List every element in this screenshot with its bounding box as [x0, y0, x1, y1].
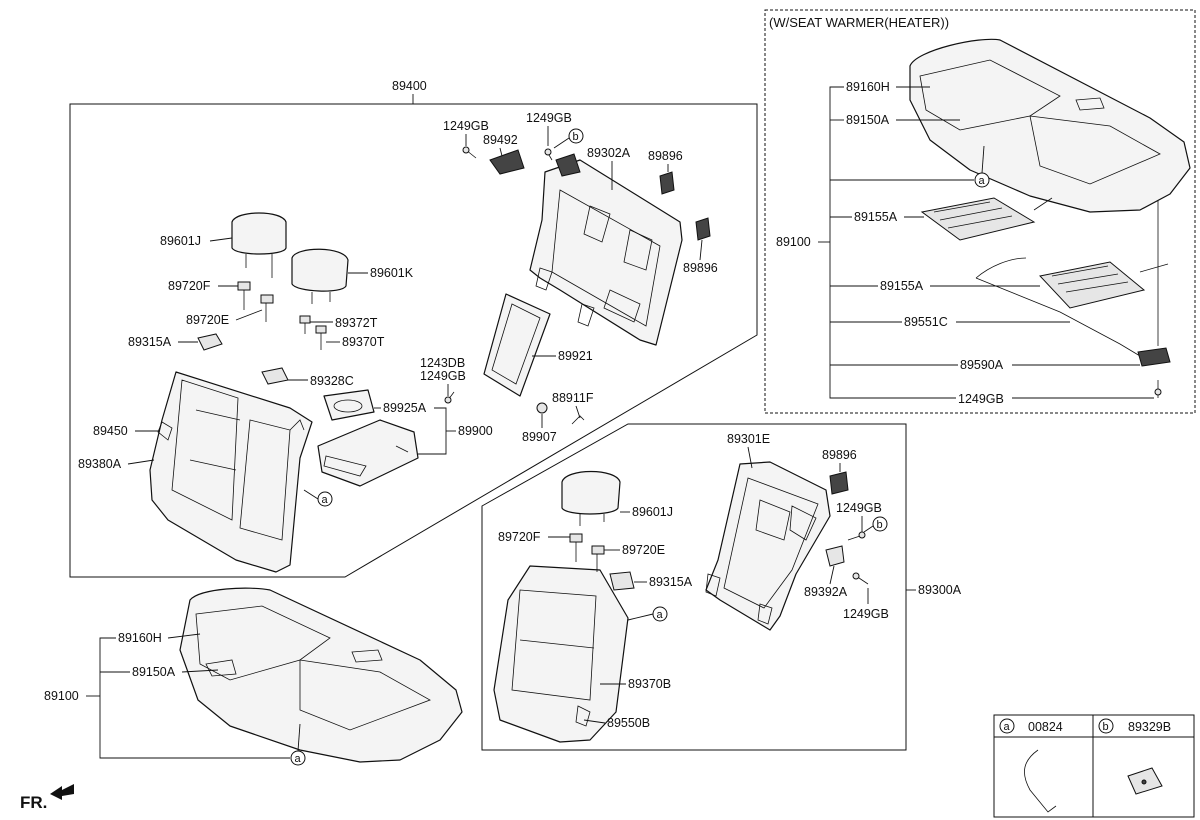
legend-a-part: 00824 — [1028, 720, 1063, 734]
board-89921 — [483, 293, 551, 397]
svg-text:b: b — [877, 519, 883, 531]
label-88911F: 88911F — [552, 391, 594, 405]
heater-variant-frame — [764, 9, 1196, 414]
label-89315A-b: 89315A — [649, 575, 693, 589]
label-89896-a: 89896 — [648, 149, 683, 163]
heater-mat-89155A-b — [1039, 261, 1169, 309]
label-89720F-a: 89720F — [168, 279, 211, 293]
label-89315A-a: 89315A — [128, 335, 172, 349]
label-89380A: 89380A — [78, 457, 122, 471]
right-seatback-illustration — [493, 565, 629, 743]
label-89590A: 89590A — [960, 358, 1004, 372]
right-seatback-assembly-frame — [481, 423, 907, 751]
heater-mat-89155A-a — [920, 197, 1053, 241]
label-89450: 89450 — [93, 424, 128, 438]
armrest-89900 — [317, 419, 419, 487]
svg-text:b: b — [573, 131, 579, 143]
legend-b-letter: b — [1103, 721, 1109, 733]
legend-b-part: 89329B — [1128, 720, 1171, 734]
label-89907: 89907 — [522, 430, 557, 444]
svg-text:a: a — [295, 753, 302, 765]
label-1249GB-f: 1249GB — [958, 392, 1004, 406]
latch-89896-a — [659, 171, 675, 195]
label-89900: 89900 — [458, 424, 493, 438]
heater-variant-title: (W/SEAT WARMER(HEATER)) — [769, 15, 949, 30]
latch-89896-c — [829, 471, 849, 495]
label-89150A-a: 89150A — [132, 665, 176, 679]
label-1249GB-a: 1249GB — [443, 119, 489, 133]
label-89100-b: 89100 — [776, 235, 811, 249]
label-89370T: 89370T — [342, 335, 385, 349]
label-89896-b: 89896 — [683, 261, 718, 275]
label-89400: 89400 — [392, 79, 427, 93]
label-89921: 89921 — [558, 349, 593, 363]
cupholder-89925A — [323, 389, 375, 421]
label-89328C: 89328C — [310, 374, 354, 388]
label-1249GB-d: 1249GB — [836, 501, 882, 515]
legend-box — [993, 714, 1195, 818]
label-89372T: 89372T — [335, 316, 378, 330]
clip-89328C — [261, 367, 289, 385]
left-seatback-illustration — [149, 371, 313, 573]
label-89925A: 89925A — [383, 401, 427, 415]
svg-text:a: a — [657, 609, 664, 621]
clip-89315A-b — [609, 571, 635, 591]
headrest-guides — [237, 281, 327, 350]
headrest-89601J — [231, 212, 287, 278]
main-seatback-assembly-frame — [69, 103, 758, 578]
label-89492: 89492 — [483, 133, 518, 147]
heated-cushion-illustration — [909, 38, 1191, 213]
headrest-89601K — [291, 248, 349, 304]
label-89370B: 89370B — [628, 677, 671, 691]
label-89601J-b: 89601J — [632, 505, 673, 519]
label-89601K: 89601K — [370, 266, 414, 280]
label-89150A-b: 89150A — [846, 113, 890, 127]
label-1249GB-b: 1249GB — [526, 111, 572, 125]
headrest-89601J-b — [561, 471, 621, 526]
label-89302A: 89302A — [587, 146, 631, 160]
label-89392A: 89392A — [804, 585, 848, 599]
bracket-89492 — [489, 149, 525, 175]
harness-89551C — [975, 257, 1141, 357]
legend-a-letter: a — [1004, 721, 1011, 733]
label-1249GB-e: 1249GB — [843, 607, 889, 621]
label-89601J-a: 89601J — [160, 234, 201, 248]
label-89155A-b: 89155A — [880, 279, 924, 293]
label-89100-a: 89100 — [44, 689, 79, 703]
front-arrow-icon — [50, 784, 74, 800]
label-89720F-b: 89720F — [498, 530, 541, 544]
label-89160H-b: 89160H — [846, 80, 890, 94]
bolts-upper — [444, 146, 585, 425]
svg-text:a: a — [979, 175, 986, 187]
label-89155A-a: 89155A — [854, 210, 898, 224]
label-89300A: 89300A — [918, 583, 962, 597]
label-1249GB-c: 1249GB — [420, 369, 466, 383]
label-89720E-a: 89720E — [186, 313, 229, 327]
clip-89315A — [197, 333, 223, 351]
bracket-89392A — [825, 545, 845, 567]
front-direction-label: FR. — [20, 793, 47, 812]
label-89720E-b: 89720E — [622, 543, 665, 557]
svg-text:a: a — [322, 494, 329, 506]
label-1243DB: 1243DB — [420, 356, 465, 370]
seatback-frame-89301E — [705, 461, 831, 631]
label-89550B: 89550B — [607, 716, 650, 730]
label-89160H-a: 89160H — [118, 631, 162, 645]
wire-clip-00824-icon — [1024, 749, 1057, 813]
label-89896-c: 89896 — [822, 448, 857, 462]
latch-89896-b — [695, 217, 711, 241]
module-89590A — [1137, 347, 1171, 367]
label-89301E: 89301E — [727, 432, 770, 446]
seatback-frame-89302A — [529, 153, 683, 346]
label-89551C: 89551C — [904, 315, 948, 329]
seat-cushion-89100 — [179, 587, 463, 763]
